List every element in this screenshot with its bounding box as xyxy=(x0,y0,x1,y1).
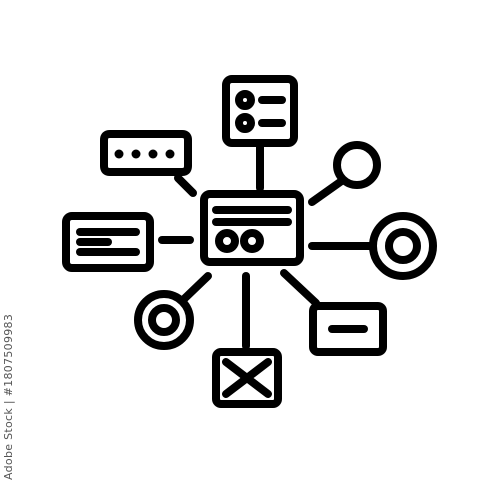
watermark-stock-id: #1807509983 xyxy=(2,313,15,397)
search-node-icon xyxy=(308,141,381,206)
target-node-right xyxy=(308,212,437,280)
watermark-brand: Adobe Stock xyxy=(2,407,15,480)
chat-dots xyxy=(114,149,175,159)
watermark-separator: | xyxy=(2,396,15,405)
button-card-node xyxy=(280,269,387,356)
target-node-bottom-left xyxy=(134,272,212,350)
stock-watermark-id: Adobe Stock | #1807509983 xyxy=(2,314,15,480)
central-window-node xyxy=(200,190,304,266)
connector-bottom-right xyxy=(280,269,320,307)
text-card-node xyxy=(62,212,194,272)
connector-chat xyxy=(174,174,197,197)
chat-bubble-node xyxy=(100,130,197,197)
close-box-node xyxy=(212,272,282,408)
connector-search xyxy=(308,176,347,206)
list-card-node xyxy=(222,75,298,192)
connector-bottom-left xyxy=(179,272,212,304)
